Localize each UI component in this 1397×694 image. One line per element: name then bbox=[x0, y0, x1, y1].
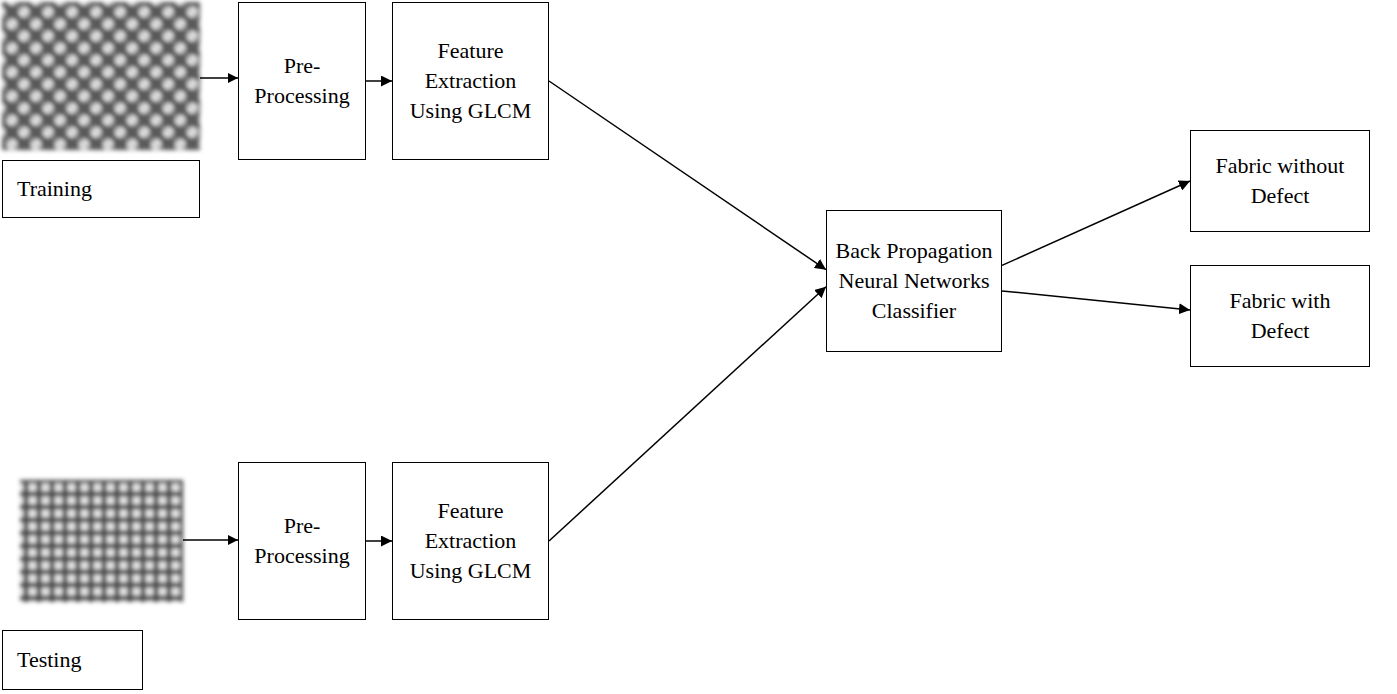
image-arrow bbox=[183, 539, 238, 541]
box-label: Training bbox=[17, 174, 92, 204]
box-label: Feature Extraction Using GLCM bbox=[401, 496, 540, 586]
box-label: Pre-Processing bbox=[247, 51, 357, 111]
flow-arrow bbox=[366, 540, 392, 542]
caption-box: Training bbox=[2, 160, 200, 218]
process-box: Pre-Processing bbox=[238, 462, 366, 620]
box-label: Fabric with Defect bbox=[1199, 286, 1361, 346]
flow-arrow bbox=[549, 287, 826, 541]
output-box: Fabric without Defect bbox=[1190, 130, 1370, 232]
process-box: Feature Extraction Using GLCM bbox=[392, 462, 549, 620]
output-box: Fabric with Defect bbox=[1190, 265, 1370, 367]
flow-arrow bbox=[366, 80, 392, 82]
box-label: Back Propagation Neural Networks Classif… bbox=[835, 236, 993, 326]
caption-box: Testing bbox=[2, 630, 143, 690]
classifier-box: Back Propagation Neural Networks Classif… bbox=[826, 210, 1002, 352]
flow-arrow bbox=[1002, 291, 1190, 310]
box-label: Fabric without Defect bbox=[1199, 151, 1361, 211]
flow-arrow bbox=[1002, 181, 1190, 265]
process-box: Feature Extraction Using GLCM bbox=[392, 2, 549, 160]
box-label: Testing bbox=[17, 645, 81, 675]
process-box: Pre-Processing bbox=[238, 2, 366, 160]
testing-fabric-image bbox=[20, 480, 183, 602]
training-fabric-image bbox=[2, 2, 200, 150]
flow-arrow bbox=[549, 81, 826, 270]
box-label: Feature Extraction Using GLCM bbox=[401, 36, 540, 126]
box-label: Pre-Processing bbox=[247, 511, 357, 571]
image-arrow bbox=[200, 77, 238, 79]
